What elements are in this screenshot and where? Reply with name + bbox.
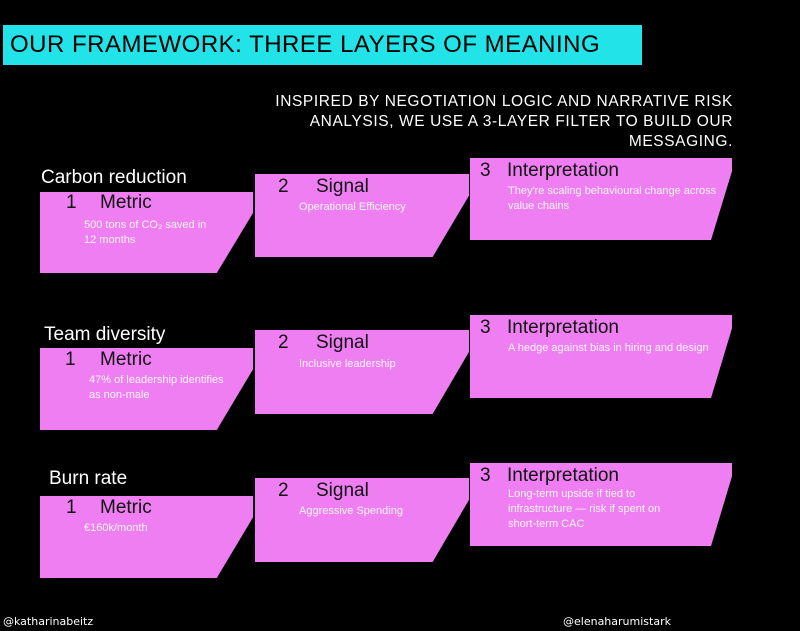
metric-card-carbon-reduction: 1 Metric 500 tons of CO₂ saved in 12 mon… [40,192,253,273]
signal-number: 2 [278,480,289,501]
metric-number: 1 [66,192,77,213]
interpretation-card-team-diversity: 3 Interpretation A hedge against bias in… [470,315,732,398]
signal-number: 2 [278,332,289,353]
signal-heading: Signal [316,480,369,501]
interpretation-heading: Interpretation [507,317,619,338]
metric-number: 1 [65,349,76,370]
signal-number: 2 [278,176,289,197]
interpretation-number: 3 [480,465,491,486]
signal-heading: Signal [316,332,369,353]
signal-heading: Signal [316,176,369,197]
metric-text: €160k/month [84,522,148,534]
signal-card-carbon-reduction: 2 Signal Operational Efficiency [255,174,469,257]
metric-text: 500 tons of CO₂ saved in 12 months [84,219,207,246]
metric-heading: Metric [100,349,152,370]
metric-card-team-diversity: 1 Metric 47% of leadership identifies as… [40,348,253,430]
row-label-carbon-reduction: Carbon reduction [41,167,187,188]
interpretation-text: Long-term upside if tied to infrastructu… [508,488,661,530]
interpretation-card-burn-rate: 3 Interpretation Long-term upside if tie… [470,463,732,546]
credit-left: @katharinabeitz [3,615,94,628]
interpretation-card-carbon-reduction: 3 Interpretation They're scaling behavio… [470,158,732,240]
metric-text: 47% of leadership identifies as non-male [89,374,224,401]
row-label-burn-rate: Burn rate [49,468,128,489]
metric-card-burn-rate: 1 Metric €160k/month [40,496,253,578]
signal-text: Inclusive leadership [299,358,396,370]
metric-heading: Metric [100,497,152,518]
page-title: OUR FRAMEWORK: THREE LAYERS OF MEANING [3,25,642,65]
interpretation-heading: Interpretation [507,465,619,486]
signal-text: Aggressive Spending [299,505,403,517]
signal-text: Operational Efficiency [299,201,406,213]
interpretation-number: 3 [480,160,491,181]
interpretation-number: 3 [480,317,491,338]
interpretation-heading: Interpretation [507,160,619,181]
metric-number: 1 [66,497,77,518]
interpretation-text: A hedge against bias in hiring and desig… [508,342,709,354]
intro-text: INSPIRED BY NEGOTIATION LOGIC AND NARRAT… [275,93,733,150]
metric-heading: Metric [100,192,152,213]
interpretation-text: They're scaling behavioural change acros… [508,185,717,212]
signal-card-team-diversity: 2 Signal Inclusive leadership [255,330,469,414]
signal-card-burn-rate: 2 Signal Aggressive Spending [255,478,469,562]
row-label-team-diversity: Team diversity [44,324,166,345]
credit-right: @elenaharumistark [563,615,671,628]
